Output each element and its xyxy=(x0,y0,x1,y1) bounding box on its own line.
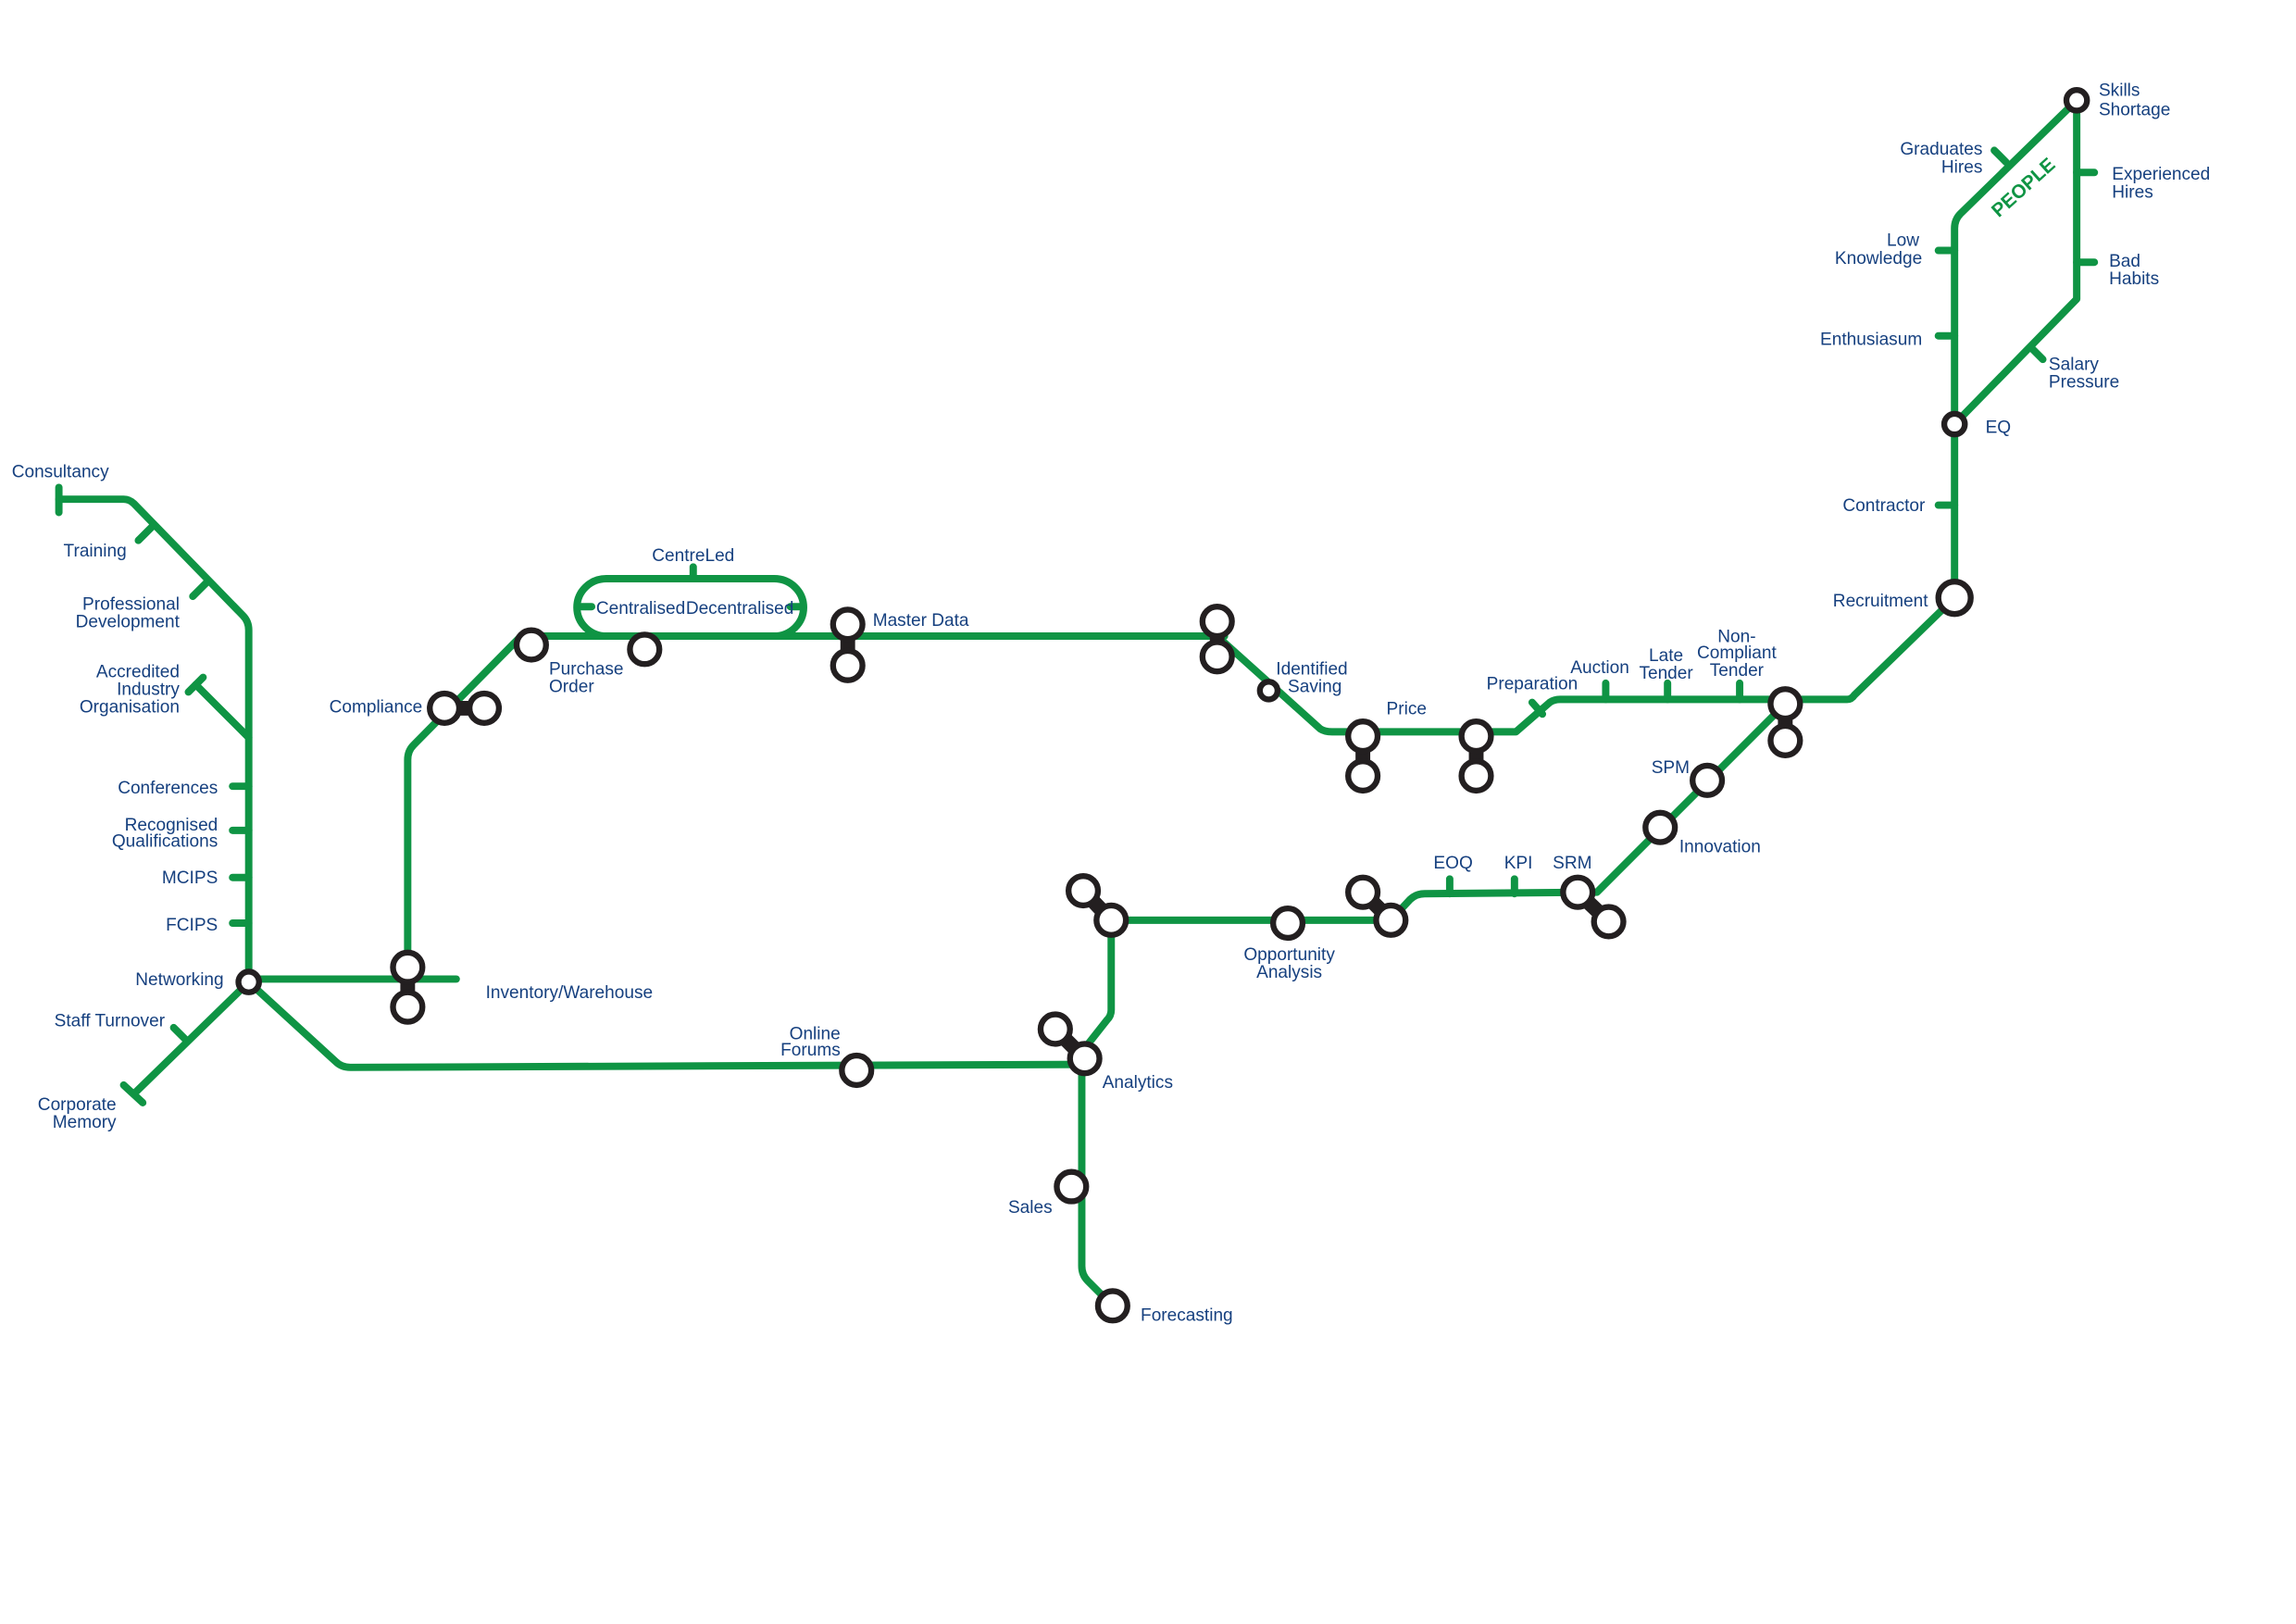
branch-accredited xyxy=(192,681,253,742)
station-interchange-b[interactable] xyxy=(1199,639,1235,675)
label-sales: Sales xyxy=(1008,1198,1053,1218)
station-eq[interactable] xyxy=(1940,410,1968,438)
tick-preparation xyxy=(1528,698,1547,718)
label-preparation: Preparation xyxy=(1487,674,1578,693)
station-spm[interactable] xyxy=(1690,762,1726,798)
station-online-forums[interactable] xyxy=(839,1052,875,1089)
station-opportunity[interactable] xyxy=(1269,905,1306,942)
tick-professional-development xyxy=(189,578,212,601)
station-inventory-a[interactable] xyxy=(390,949,426,985)
label-training: Training xyxy=(64,542,127,561)
label-networking: Networking xyxy=(135,970,223,990)
station-innovation[interactable] xyxy=(1642,809,1678,845)
line-compliance xyxy=(404,632,1229,991)
station-recruitment[interactable] xyxy=(1935,579,1974,618)
station-identified-saving[interactable] xyxy=(1256,679,1281,703)
tick-staff-turnover xyxy=(169,1023,191,1045)
station-forecasting[interactable] xyxy=(1094,1288,1130,1324)
label-mcips: MCIPS xyxy=(162,868,218,888)
label-auction: Auction xyxy=(1570,658,1629,678)
station-upper-a[interactable] xyxy=(1065,872,1102,909)
station-upper-b[interactable] xyxy=(1093,902,1129,938)
label-eoq: EOQ xyxy=(1433,854,1472,873)
station-analytics-a[interactable] xyxy=(1037,1011,1073,1047)
terminus-accredited xyxy=(184,673,207,696)
label-analytics: Analytics xyxy=(1103,1073,1173,1093)
stations xyxy=(235,87,2090,1324)
station-purchase-order[interactable] xyxy=(513,627,549,663)
station-price2-a[interactable] xyxy=(1458,718,1494,755)
station-price-a[interactable] xyxy=(1345,718,1381,755)
label-fcips: FCIPS xyxy=(166,916,218,935)
station-sales[interactable] xyxy=(1054,1168,1090,1205)
station-master-data-b[interactable] xyxy=(830,647,866,683)
label-forecasting: Forecasting xyxy=(1141,1305,1233,1325)
station-skills-shortage[interactable] xyxy=(2063,87,2090,114)
label-inventory: Inventory/Warehouse xyxy=(486,983,653,1003)
line-staff xyxy=(131,978,253,1096)
line-name-people: PEOPLE xyxy=(1988,154,2060,221)
station-loop[interactable] xyxy=(627,631,663,668)
station-tender-a[interactable] xyxy=(1767,686,1803,722)
tick-graduates xyxy=(1990,146,2010,167)
label-eq: EQ xyxy=(1986,418,2012,438)
label-staff-turnover: Staff Turnover xyxy=(55,1011,166,1031)
station-tender-b[interactable] xyxy=(1767,722,1803,758)
label-enthusiasum: Enthusiasum xyxy=(1820,330,1922,349)
line-forums xyxy=(244,978,1088,1071)
station-eoq-b[interactable] xyxy=(1373,902,1409,938)
station-analytics-b[interactable] xyxy=(1067,1041,1103,1077)
metro-lines xyxy=(55,96,2099,1310)
label-spm: SPM xyxy=(1652,758,1690,778)
label-consultancy: Consultancy xyxy=(12,462,109,481)
terminus-corporate-memory xyxy=(119,1081,147,1106)
label-recruitment: Recruitment xyxy=(1833,592,1928,611)
station-srm-b[interactable] xyxy=(1591,904,1627,940)
tick-training xyxy=(134,521,157,544)
label-contractor: Contractor xyxy=(1842,496,1926,516)
station-networking[interactable] xyxy=(235,968,262,995)
label-decentralised: Decentralised xyxy=(686,599,794,618)
station-price-b[interactable] xyxy=(1345,757,1381,794)
station-price2-b[interactable] xyxy=(1458,757,1494,794)
label-innovation: Innovation xyxy=(1679,838,1761,857)
station-compliance-b[interactable] xyxy=(466,690,503,726)
station-interchange-a[interactable] xyxy=(1199,604,1235,640)
station-srm-a[interactable] xyxy=(1560,874,1596,910)
station-compliance-a[interactable] xyxy=(427,690,463,726)
line-development xyxy=(55,495,253,986)
label-compliance: Compliance xyxy=(330,698,423,718)
label-conferences: Conferences xyxy=(118,779,218,798)
label-centralised: Centralised xyxy=(596,599,685,618)
station-master-data-a[interactable] xyxy=(830,606,866,643)
line-people xyxy=(1951,96,2081,602)
tick-salary xyxy=(2027,344,2047,364)
station-eoq-a[interactable] xyxy=(1345,874,1381,910)
line-analytics xyxy=(1078,700,1790,1310)
label-master-data: Master Data xyxy=(873,611,969,631)
label-kpi: KPI xyxy=(1504,854,1533,873)
label-price: Price xyxy=(1387,699,1427,718)
label-centreled: CentreLed xyxy=(652,546,734,566)
station-inventory-b[interactable] xyxy=(390,989,426,1025)
label-srm: SRM xyxy=(1553,854,1591,873)
line-price xyxy=(1213,593,1959,736)
